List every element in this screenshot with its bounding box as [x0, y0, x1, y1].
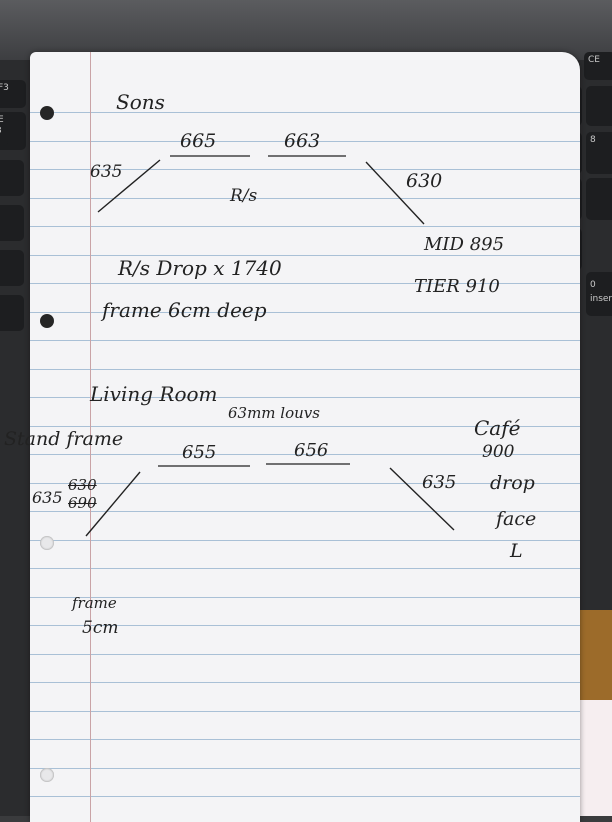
- ruled-line: [30, 397, 580, 398]
- living-room-right-side: 635: [422, 472, 457, 493]
- ruled-line: [30, 796, 580, 797]
- ruled-line: [30, 311, 580, 313]
- sketch-line: [85, 471, 141, 537]
- key-ce: CE: [584, 52, 612, 80]
- cafe-note: Café: [474, 416, 521, 440]
- key-insert-label: insert: [590, 294, 612, 304]
- ruled-line: [30, 539, 580, 541]
- key-left-column-4: [0, 295, 24, 331]
- key-right-2: [586, 86, 612, 126]
- punch-hole: [40, 314, 54, 328]
- living-room-title: Living Room: [90, 382, 218, 406]
- ruled-line: [30, 767, 580, 769]
- ruled-line: [30, 568, 580, 569]
- sons-width-right: 663: [284, 130, 321, 152]
- sketch-line: [365, 161, 425, 225]
- ruled-line: [30, 112, 580, 113]
- notebook-page: Sons 665 663 635 630 R/s MID 895 TIER 91…: [4, 52, 580, 822]
- ruled-line: [30, 682, 580, 683]
- living-room-left-struck-2: 690: [68, 494, 97, 512]
- key-left-column-2: [0, 205, 24, 241]
- punch-hole: [40, 106, 54, 120]
- ruled-line: [30, 596, 580, 598]
- sons-tier: TIER 910: [414, 276, 500, 297]
- laptop-bezel: [0, 0, 612, 60]
- cafe-note: drop: [490, 472, 535, 494]
- ruled-line: [30, 197, 580, 199]
- living-room-left-side: 635: [32, 488, 63, 507]
- ruled-line: [30, 511, 580, 512]
- key-8: 8: [586, 132, 612, 174]
- key-insert: 0 insert: [586, 272, 612, 316]
- key-left-column: [0, 160, 24, 196]
- sketch-line: [389, 467, 455, 531]
- sons-center-label: R/s: [230, 186, 258, 206]
- key-right-5: [586, 178, 612, 220]
- sons-width-left: 665: [180, 130, 217, 152]
- sons-left-side: 635: [90, 162, 123, 182]
- punch-hole: [40, 768, 54, 782]
- key-f3: F3: [0, 80, 26, 108]
- ruled-line: [30, 368, 580, 370]
- ruled-line: [30, 454, 580, 455]
- ruled-line: [30, 653, 580, 655]
- pink-note-edge: [574, 700, 612, 816]
- ruled-line: [30, 625, 580, 626]
- living-room-width-right: 656: [294, 440, 329, 461]
- living-room-left-struck-1: 630: [68, 476, 97, 494]
- ruled-line: [30, 425, 580, 427]
- key-left-column-3: [0, 250, 24, 286]
- key-3: 3: [0, 126, 8, 146]
- cafe-note: L: [510, 540, 523, 562]
- sketch-line: [97, 159, 161, 213]
- ruled-line: [30, 140, 580, 142]
- frame-note: frame: [72, 594, 117, 612]
- sons-drop: R/s Drop x 1740: [118, 256, 282, 280]
- sons-title: Sons: [116, 90, 165, 114]
- living-room-stand-frame: Stand frame: [4, 428, 124, 450]
- living-room-width-left: 655: [182, 442, 217, 463]
- ruled-line: [30, 254, 580, 256]
- punch-hole: [40, 536, 54, 550]
- ruled-line: [30, 226, 580, 227]
- key-0-label: 0: [590, 280, 596, 290]
- ruled-line: [30, 340, 580, 341]
- sons-right-side: 630: [406, 170, 443, 192]
- ruled-line: [30, 482, 580, 484]
- ruled-line: [30, 283, 580, 284]
- living-room-louvres: 63mm louvs: [228, 404, 320, 422]
- ruled-line: [30, 739, 580, 740]
- cafe-note: 900: [482, 442, 515, 462]
- margin-line: [90, 52, 91, 822]
- sons-mid: MID 895: [424, 234, 505, 255]
- ruled-line: [30, 169, 580, 170]
- sketch-lines: [85, 155, 455, 537]
- frame-note: 5cm: [82, 618, 119, 638]
- cafe-note: face: [496, 508, 537, 530]
- sons-frame: frame 6cm deep: [102, 298, 267, 322]
- ruled-line: [30, 710, 580, 712]
